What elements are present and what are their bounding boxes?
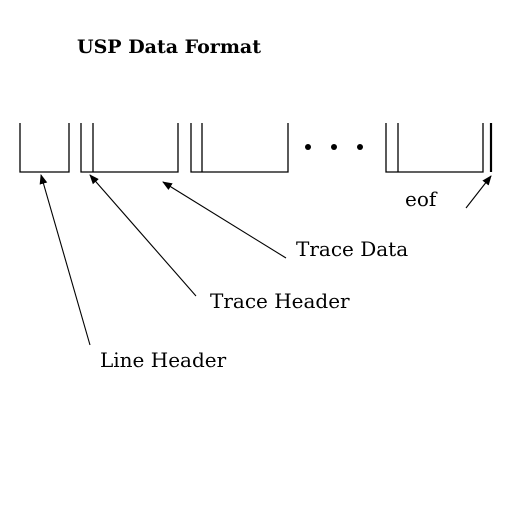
diagram-title: USP Data Format: [77, 36, 261, 58]
trace-data-label: Trace Data: [296, 237, 408, 261]
trace-header-label: Trace Header: [210, 289, 350, 313]
trace-block-2: [190, 123, 289, 173]
eof-arrow: [465, 175, 492, 209]
trace-header-arrow: [89, 174, 197, 297]
line-header-label: Line Header: [100, 348, 227, 372]
line-header-block: [19, 123, 70, 173]
ellipsis-dots: [305, 144, 363, 150]
trace-block-last: [385, 123, 484, 173]
trace-data-arrow: [162, 181, 287, 259]
line-header-arrow: [39, 174, 91, 346]
trace-block-1: [80, 123, 179, 173]
eof-label: eof: [405, 187, 438, 211]
